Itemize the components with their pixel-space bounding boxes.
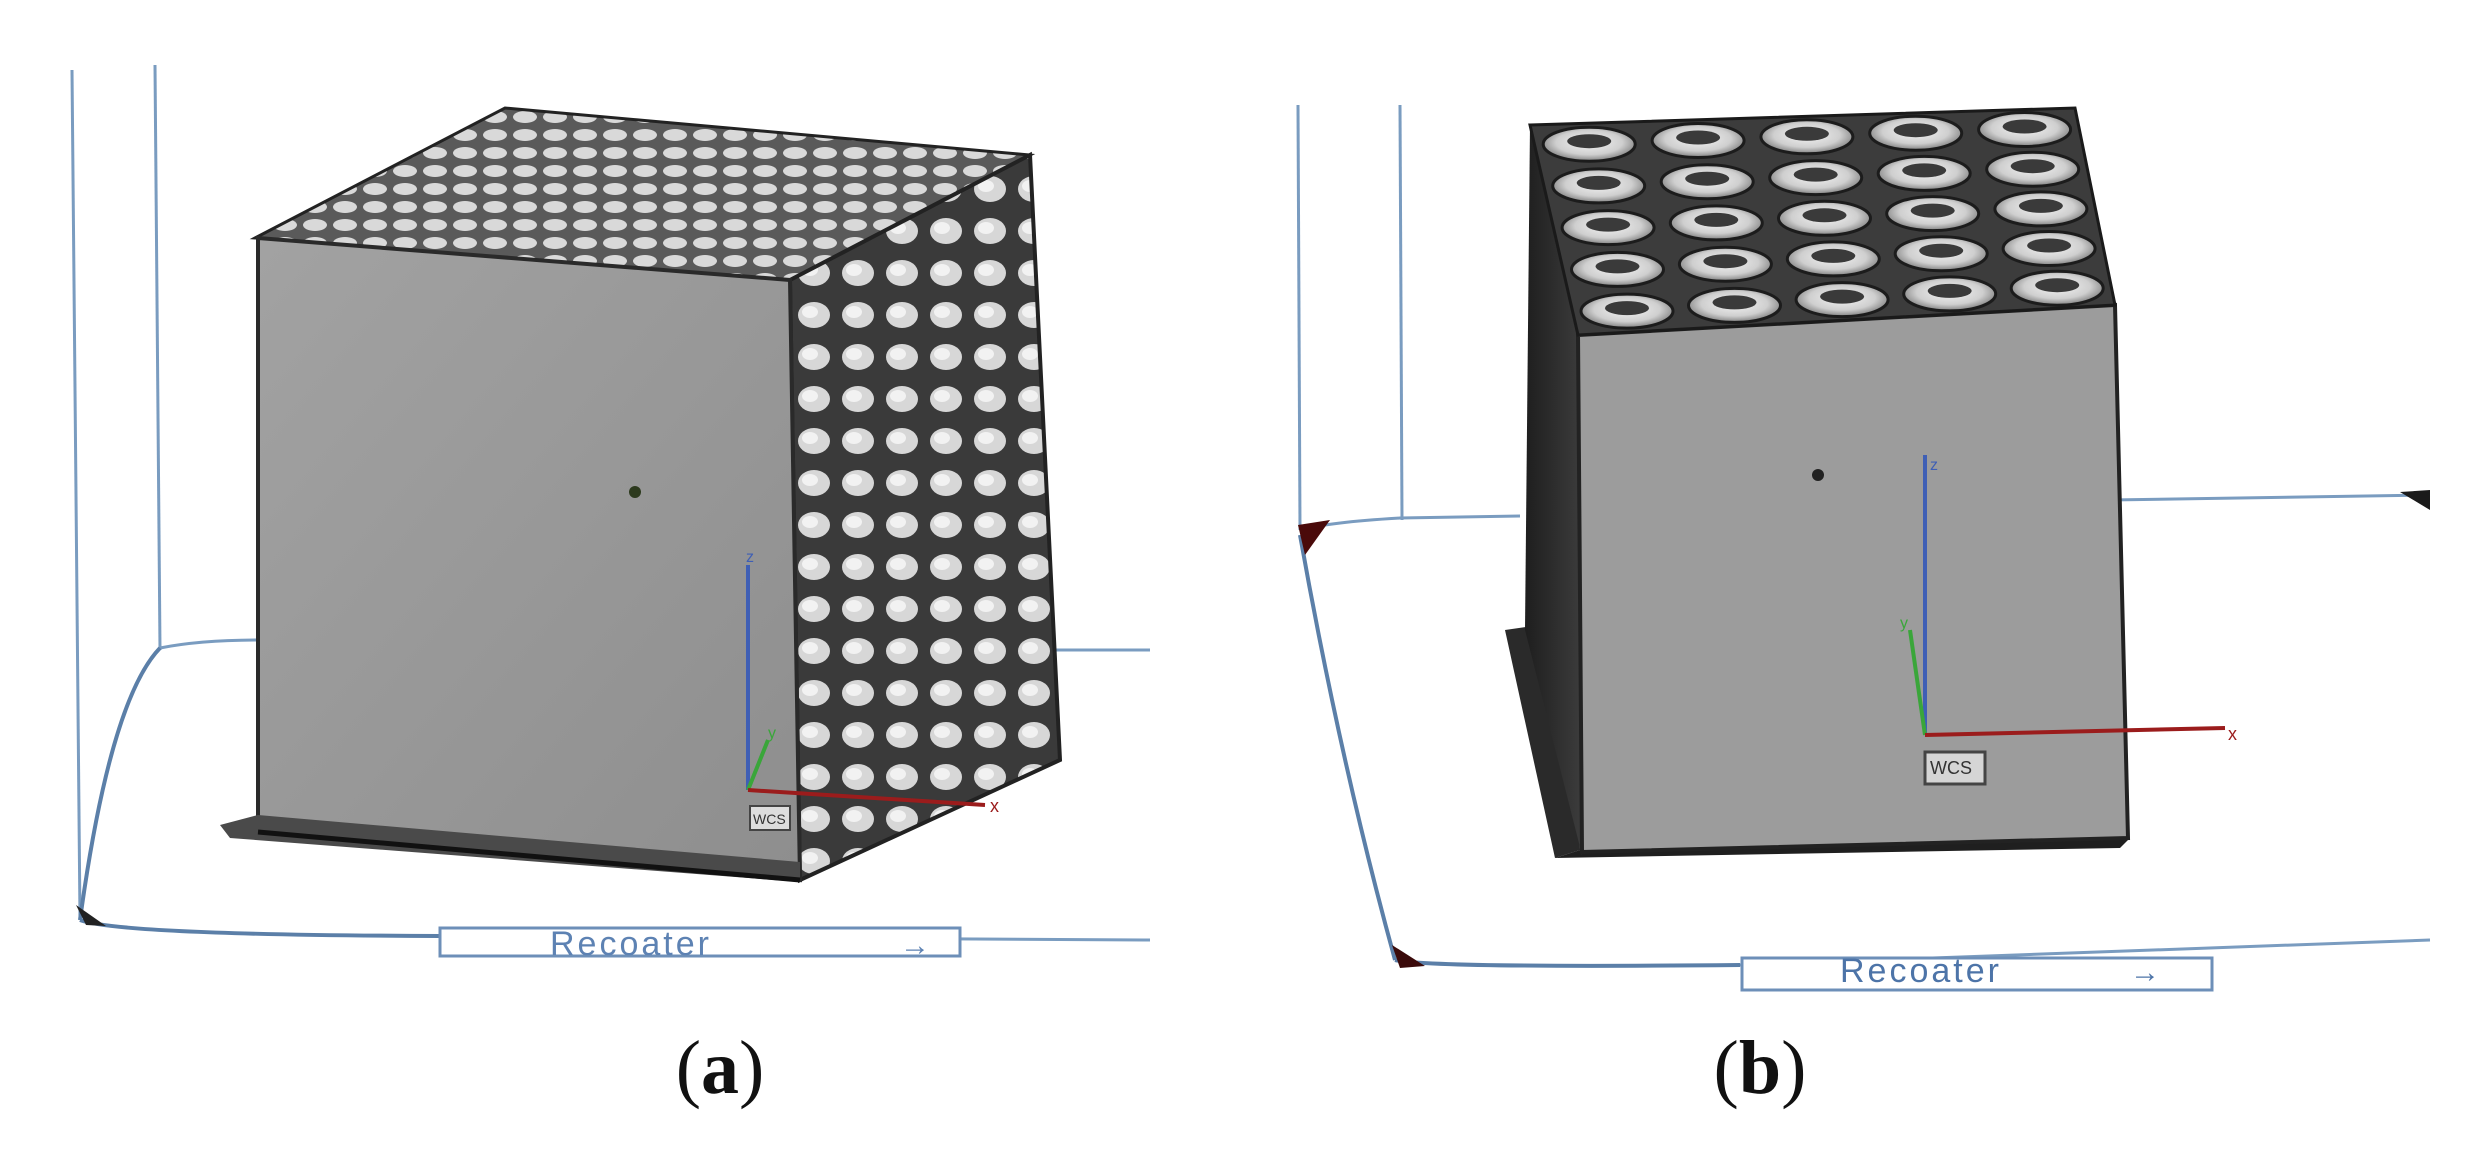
dimple-hole [1712,295,1757,310]
y-axis-label-b: y [1900,615,1908,632]
dimple-hole [1703,254,1748,269]
cube-front-face-b [1575,302,2131,855]
dimple-hole [2002,119,2047,134]
dimple-hole [1576,175,1621,190]
dimple-hole [1927,283,1972,298]
recoater-arrow-a: → [900,929,930,962]
cube-side-face-a [787,151,1063,884]
dimple-hole [1676,130,1721,145]
y-axis-label-a: y [768,725,776,742]
plate-corner-shadow-b1 [1298,520,1330,555]
dimple-hole [1893,123,1938,138]
dimple-hole [2018,198,2063,213]
plate-corner-shadow-b2 [1392,945,1425,968]
dimple-hole [1595,259,1640,274]
dimple-hole [1784,126,1829,141]
dimple-hole [1586,217,1631,232]
caption-a-letter: a [701,1026,739,1110]
recoater-label-a: Recoater → [438,925,962,963]
center-marker-a [629,486,641,498]
y-axis-a [746,739,770,791]
x-axis-a [747,788,986,807]
wcs-badge-a: WCS [753,811,786,827]
dimple-hole [1567,134,1612,149]
x-axis-b [1924,726,2226,737]
y-axis-b [1908,629,1927,736]
recoater-arrow-b: → [2130,956,2160,989]
z-axis-label-b: z [1930,457,1938,474]
dimple-hole [1685,171,1730,186]
dimple-hole [1605,301,1649,316]
dimple-hole [1694,212,1739,227]
recoater-label-b: Recoater → [1740,952,2214,992]
caption-b-letter: b [1738,1026,1782,1110]
x-axis-label-a: x [990,796,999,816]
center-marker-b [1812,469,1824,481]
caption-a: (a) [675,1026,765,1110]
x-axis-label-b: x [2228,724,2237,744]
dimple-hole [1811,248,1856,263]
wcs-triad-b: z y x WCS [1900,455,2237,786]
dimple-hole [1902,163,1947,178]
recoater-text-a: Recoater [550,925,712,963]
caption-b: (b) [1713,1026,1807,1110]
recoater-text-b: Recoater [1840,952,2002,990]
dimple-hole [2010,159,2055,174]
wcs-triad-a: z y x WCS [746,549,999,831]
dimple-hole [1793,167,1838,182]
dimple-hole [1910,203,1955,218]
dimple-grid-b [1541,111,2105,330]
cube-front-face-a [256,235,803,883]
dimple-hole [1820,289,1865,304]
dimple-hole [1919,243,1964,258]
z-axis-label-a: z [746,549,754,566]
dimple-hole [1802,208,1847,223]
panel-b: Recoater → z y x WCS [1296,104,2431,992]
wcs-badge-b: WCS [1930,758,1972,778]
panel-a: Recoater → z y x WCS [70,64,1151,963]
plate-corner-shadow-a [76,905,106,926]
cube-side-face-b [1525,125,1582,855]
dimple-hole [2027,238,2072,253]
plate-corner-shadow-b3 [2400,490,2430,510]
dimple-hole [2035,278,2080,293]
